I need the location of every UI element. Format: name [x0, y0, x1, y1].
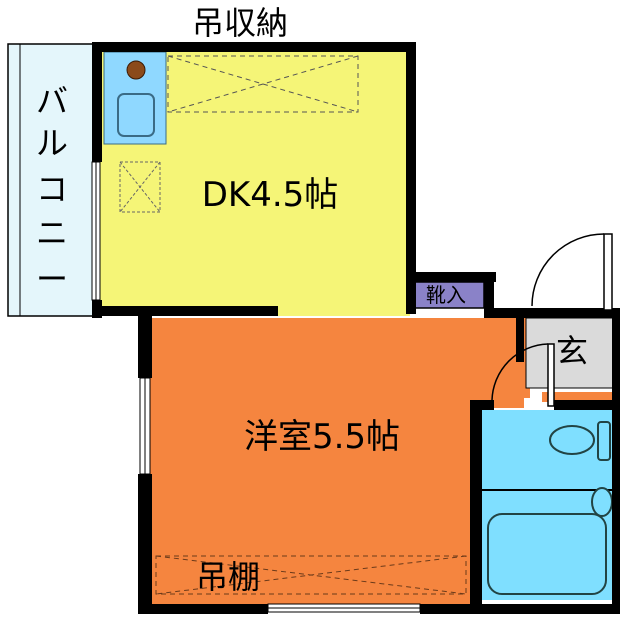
top-storage-label: 吊収納: [192, 4, 288, 42]
svg-text:ニ: ニ: [36, 214, 68, 252]
entrance-area: [525, 317, 615, 389]
svg-text:バ: バ: [36, 82, 68, 120]
walls: [92, 42, 620, 614]
balcony-area: [7, 43, 94, 317]
windows: [91, 161, 421, 613]
shoe-box: [413, 281, 485, 309]
toilet-icon: [549, 425, 595, 455]
upper-storage-outline: [167, 55, 359, 113]
bathtub-icon: [487, 513, 607, 595]
svg-text:コ: コ: [36, 170, 68, 208]
sink-icon: [117, 93, 155, 137]
hanging-shelf-label: 吊棚: [196, 558, 260, 596]
hanging-shelf-outline: [155, 555, 467, 595]
washbasin-icon: [591, 487, 613, 517]
balcony-label: バ ル コ ニ ー: [36, 82, 68, 298]
stove-icon: [126, 60, 146, 80]
western-room-label: 洋室5.5帖: [244, 417, 400, 457]
svg-text:ー: ー: [36, 260, 68, 298]
entrance-label: 玄: [556, 332, 588, 370]
door-swings: [491, 233, 613, 407]
fridge-space: [119, 161, 161, 213]
shoe-box-label: 靴入: [426, 283, 466, 307]
dk-label: DK4.5帖: [202, 175, 339, 215]
svg-text:ル: ル: [36, 124, 68, 162]
